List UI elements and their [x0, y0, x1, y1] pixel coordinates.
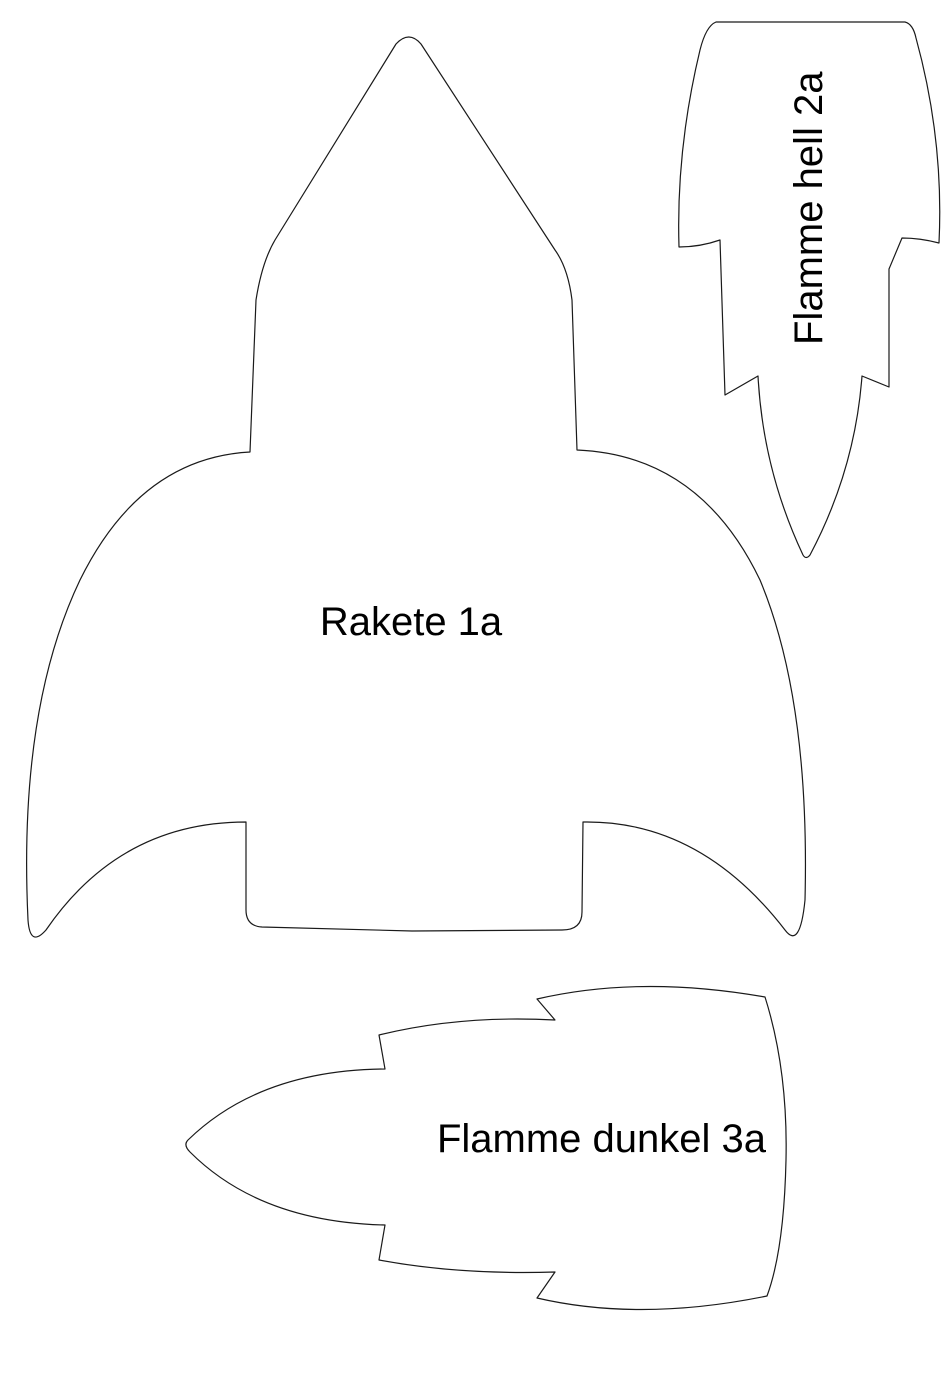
rakete-label: Rakete 1a [320, 600, 503, 644]
flamme-dunkel-piece: Flamme dunkel 3a [186, 986, 786, 1309]
flamme-hell-label: Flamme hell 2a [787, 71, 831, 345]
flamme-hell-piece: Flamme hell 2a [679, 22, 940, 558]
flamme-dunkel-label: Flamme dunkel 3a [437, 1117, 767, 1161]
